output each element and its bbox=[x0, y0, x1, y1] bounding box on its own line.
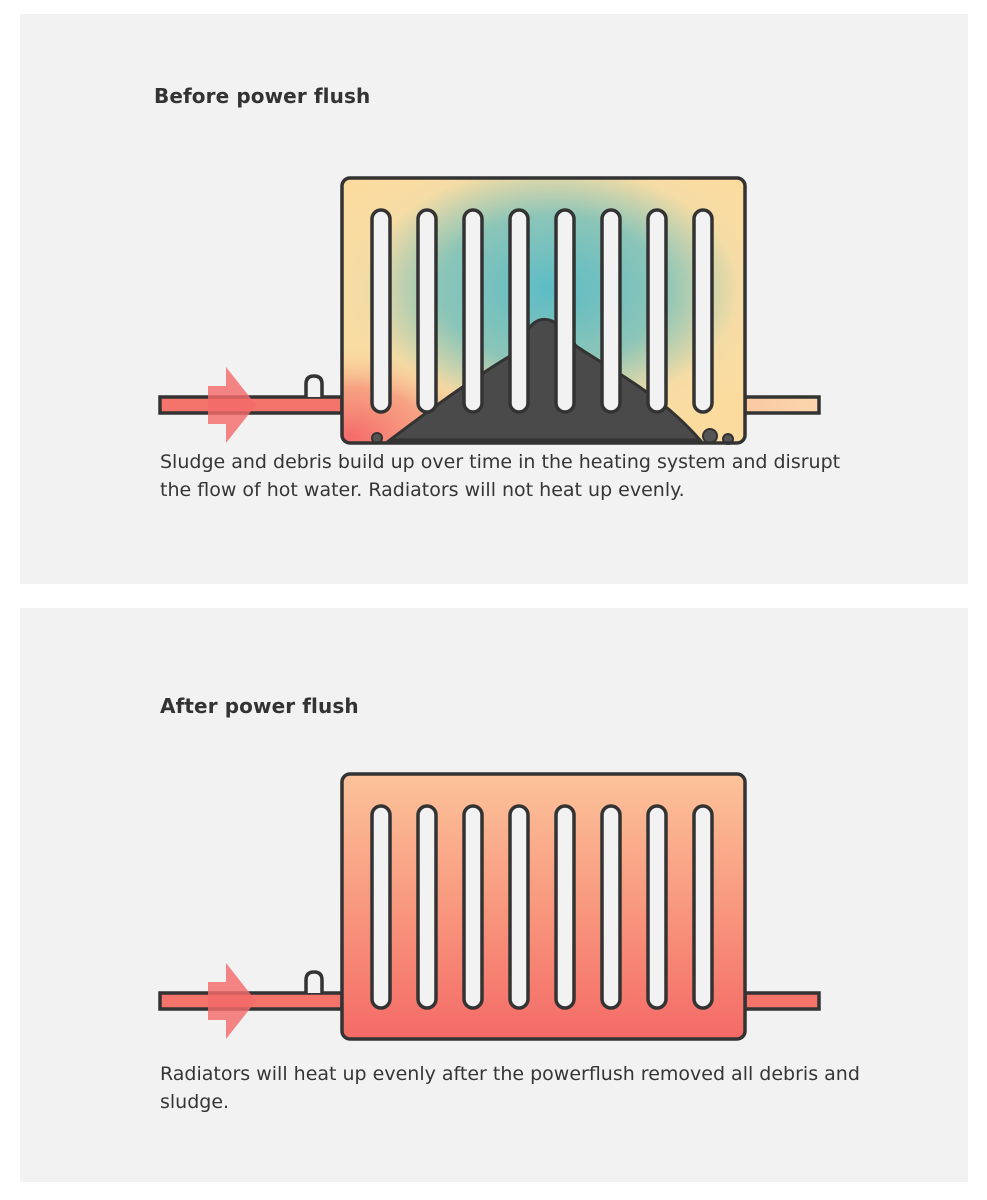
after-caption: Radiators will heat up evenly after the … bbox=[160, 1063, 860, 1113]
valve-icon bbox=[304, 374, 324, 397]
radiator-clogged bbox=[340, 176, 747, 445]
flow-arrow-icon bbox=[208, 367, 256, 443]
debris-pebble bbox=[702, 428, 718, 444]
before-radiator-diagram bbox=[158, 176, 821, 445]
valve-icon bbox=[304, 970, 324, 993]
after-panel: After power flush bbox=[20, 608, 968, 1182]
outlet-pipe bbox=[743, 991, 821, 1011]
after-title: After power flush bbox=[160, 694, 359, 718]
flow-arrow-icon bbox=[208, 963, 256, 1039]
before-caption: Sludge and debris build up over time in … bbox=[160, 451, 841, 501]
after-radiator-diagram bbox=[158, 772, 821, 1041]
radiator-clean bbox=[340, 772, 747, 1041]
radiator-fins bbox=[370, 804, 714, 1010]
radiator-fins bbox=[370, 208, 714, 414]
outlet-pipe bbox=[743, 395, 821, 415]
before-panel: Before power flush bbox=[20, 14, 968, 584]
before-title: Before power flush bbox=[154, 84, 371, 108]
